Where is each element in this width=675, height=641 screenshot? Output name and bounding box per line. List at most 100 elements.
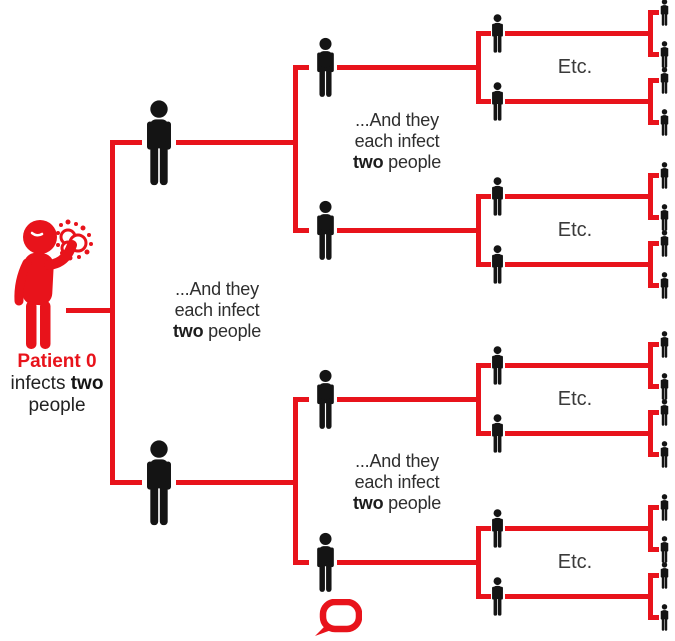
patient-caption-line3: people bbox=[28, 395, 86, 416]
bracket-stub-line bbox=[481, 431, 491, 436]
person-icon-gen4 bbox=[658, 331, 671, 358]
gen1-right-line bbox=[176, 480, 296, 485]
bracket-stub-line bbox=[653, 342, 659, 347]
gen3-right-line bbox=[505, 194, 650, 199]
bracket-stub-line bbox=[653, 410, 659, 415]
gen1-right-line bbox=[176, 140, 296, 145]
person-icon-gen4 bbox=[658, 494, 671, 521]
bracket-line bbox=[293, 65, 298, 233]
infect-note-generation2-bottom: ...And they each infect two people bbox=[352, 451, 442, 513]
bracket-stub-line bbox=[481, 194, 491, 199]
person-icon-gen3 bbox=[490, 177, 505, 216]
bracket-line bbox=[476, 363, 481, 436]
bracket-stub-line bbox=[653, 283, 659, 288]
infect-note-generation1: ...And they each infect two people bbox=[172, 279, 262, 341]
bracket-stub-line bbox=[653, 615, 659, 620]
bracket-stub-line bbox=[653, 78, 659, 83]
person-icon-gen4 bbox=[658, 272, 671, 299]
bracket-stub-line bbox=[481, 526, 491, 531]
patient-title: Patient 0 bbox=[17, 351, 97, 372]
gen3-right-line bbox=[505, 526, 650, 531]
bracket-stub-line bbox=[653, 173, 659, 178]
bracket-stub-line bbox=[298, 560, 309, 565]
person-icon-gen2 bbox=[314, 37, 337, 98]
bracket-line bbox=[476, 526, 481, 599]
patient-label: Patient 0 infects two people bbox=[0, 351, 114, 417]
bracket-line bbox=[648, 573, 653, 620]
person-icon-gen2 bbox=[314, 200, 337, 261]
bracket-stub-line bbox=[653, 241, 659, 246]
gen2-right-line bbox=[337, 397, 478, 402]
gen2-right-line bbox=[337, 228, 478, 233]
bracket-line bbox=[476, 194, 481, 267]
etc-label-3: Etc. bbox=[557, 388, 593, 410]
bracket-line bbox=[648, 505, 653, 552]
bracket-line bbox=[476, 31, 481, 104]
gen1-left-line bbox=[110, 480, 142, 485]
person-icon-gen4 bbox=[658, 162, 671, 189]
etc-label-2: Etc. bbox=[557, 219, 593, 241]
bracket-stub-line bbox=[298, 65, 309, 70]
bracket-stub-line bbox=[653, 52, 659, 57]
bracket-stub-line bbox=[653, 10, 659, 15]
person-icon-gen4 bbox=[658, 562, 671, 589]
person-icon-gen3 bbox=[490, 414, 505, 453]
person-icon-gen3 bbox=[490, 245, 505, 284]
person-icon-gen4 bbox=[658, 604, 671, 631]
bracket-stub-line bbox=[653, 120, 659, 125]
etc-label-1: Etc. bbox=[557, 56, 593, 78]
bracket-stub-line bbox=[481, 31, 491, 36]
infect-note-generation2-top: ...And they each infect two people bbox=[352, 110, 442, 172]
person-icon-gen4 bbox=[658, 109, 671, 136]
person-icon-gen3 bbox=[490, 14, 505, 53]
person-icon-gen4 bbox=[658, 536, 671, 563]
bracket-line bbox=[648, 173, 653, 220]
bracket-line bbox=[648, 241, 653, 288]
etc-label-4: Etc. bbox=[557, 551, 593, 573]
gen3-right-line bbox=[505, 31, 650, 36]
person-icon-gen1 bbox=[142, 440, 176, 526]
bracket-line bbox=[648, 10, 653, 57]
person-icon-gen4 bbox=[658, 399, 671, 426]
bracket-stub-line bbox=[653, 215, 659, 220]
gen1-left-line bbox=[110, 140, 142, 145]
person-icon-gen3 bbox=[490, 509, 505, 548]
bracket-stub-line bbox=[653, 384, 659, 389]
person-icon-gen3 bbox=[490, 346, 505, 385]
person-icon-gen4 bbox=[658, 41, 671, 68]
bracket-stub-line bbox=[653, 547, 659, 552]
speech-bubble-logo bbox=[315, 599, 362, 636]
person-icon-gen2 bbox=[314, 369, 337, 430]
trunk-line bbox=[110, 140, 115, 485]
bracket-stub-line bbox=[653, 452, 659, 457]
bracket-stub-line bbox=[481, 594, 491, 599]
person-icon-gen4 bbox=[658, 204, 671, 231]
bracket-line bbox=[648, 78, 653, 125]
patient-connector-line bbox=[66, 308, 112, 313]
person-icon-gen1 bbox=[142, 100, 176, 186]
person-icon-gen4 bbox=[658, 0, 671, 26]
bracket-line bbox=[648, 342, 653, 389]
person-icon-gen3 bbox=[490, 82, 505, 121]
bracket-stub-line bbox=[298, 397, 309, 402]
gen3-right-line bbox=[505, 431, 650, 436]
gen3-right-line bbox=[505, 99, 650, 104]
gen2-right-line bbox=[337, 65, 478, 70]
gen3-right-line bbox=[505, 594, 650, 599]
bracket-stub-line bbox=[298, 228, 309, 233]
bracket-stub-line bbox=[481, 363, 491, 368]
bracket-stub-line bbox=[653, 573, 659, 578]
gen2-right-line bbox=[337, 560, 478, 565]
person-icon-gen4 bbox=[658, 230, 671, 257]
bracket-stub-line bbox=[481, 262, 491, 267]
person-icon-gen4 bbox=[658, 441, 671, 468]
person-icon-gen4 bbox=[658, 373, 671, 400]
person-icon-gen4 bbox=[658, 67, 671, 94]
person-icon-gen3 bbox=[490, 577, 505, 616]
bracket-stub-line bbox=[481, 99, 491, 104]
bracket-line bbox=[648, 410, 653, 457]
bracket-stub-line bbox=[653, 505, 659, 510]
sneezing-person-icon bbox=[14, 219, 93, 349]
person-icon-gen2 bbox=[314, 532, 337, 593]
